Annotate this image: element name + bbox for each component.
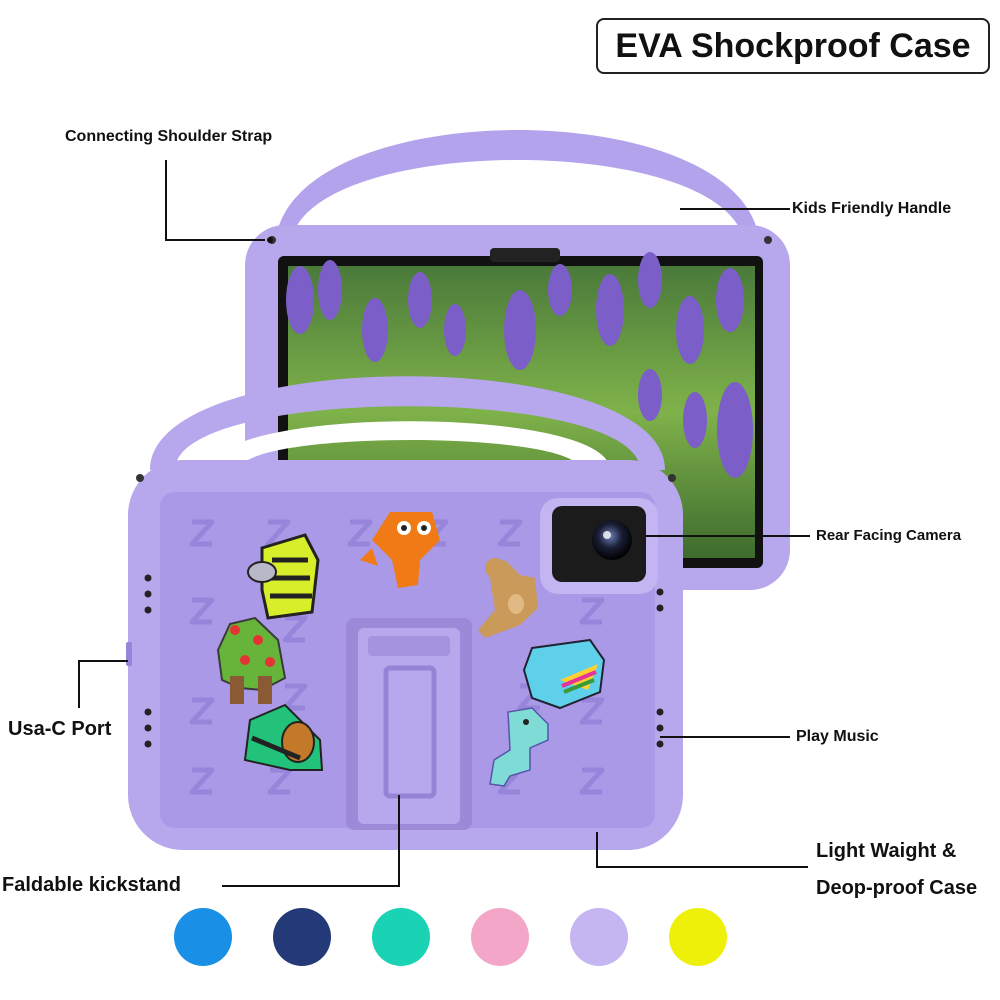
bag-sticker xyxy=(522,638,606,710)
color-swatch-yellow[interactable] xyxy=(669,908,727,966)
case-back-view xyxy=(126,376,683,850)
light-leader-vertical xyxy=(596,832,598,868)
tree-sticker xyxy=(216,616,287,704)
zebra-sticker xyxy=(247,533,320,620)
kickstand-leader-vertical xyxy=(398,795,400,887)
kickstand-label: Faldable kickstand xyxy=(2,874,181,896)
strap-leader-horizontal xyxy=(165,239,265,241)
color-swatch-pink[interactable] xyxy=(471,908,529,966)
handle-label: Kids Friendly Handle xyxy=(792,200,952,217)
light-label-line2: Deop-proof Case xyxy=(816,877,978,899)
handle-leader xyxy=(680,208,790,210)
color-swatch-teal[interactable] xyxy=(372,908,430,966)
camera-leader xyxy=(645,535,810,537)
elephant-sticker xyxy=(489,707,549,787)
port-leader-horizontal xyxy=(78,660,128,662)
page-title: EVA Shockproof Case xyxy=(596,18,990,74)
port-label: Usa-C Port xyxy=(8,718,112,740)
light-leader-horizontal xyxy=(596,866,808,868)
color-swatch-navy[interactable] xyxy=(273,908,331,966)
strap-leader-dot xyxy=(267,237,273,243)
camera-label: Rear Facing Camera xyxy=(816,527,962,544)
light-label-line1: Light Waight & xyxy=(816,840,957,862)
color-swatch-blue[interactable] xyxy=(174,908,232,966)
color-swatch-lavender[interactable] xyxy=(570,908,628,966)
music-sticker xyxy=(243,703,324,771)
fox-sticker xyxy=(360,512,440,588)
music-label: Play Music xyxy=(796,728,879,745)
port-leader-vertical xyxy=(78,660,80,708)
kangaroo-sticker xyxy=(478,558,538,638)
music-leader xyxy=(660,736,790,738)
kickstand-leader-horizontal xyxy=(222,885,400,887)
shoulder-strap-label: Connecting Shoulder Strap xyxy=(65,128,273,145)
strap-leader-vertical xyxy=(165,160,167,240)
